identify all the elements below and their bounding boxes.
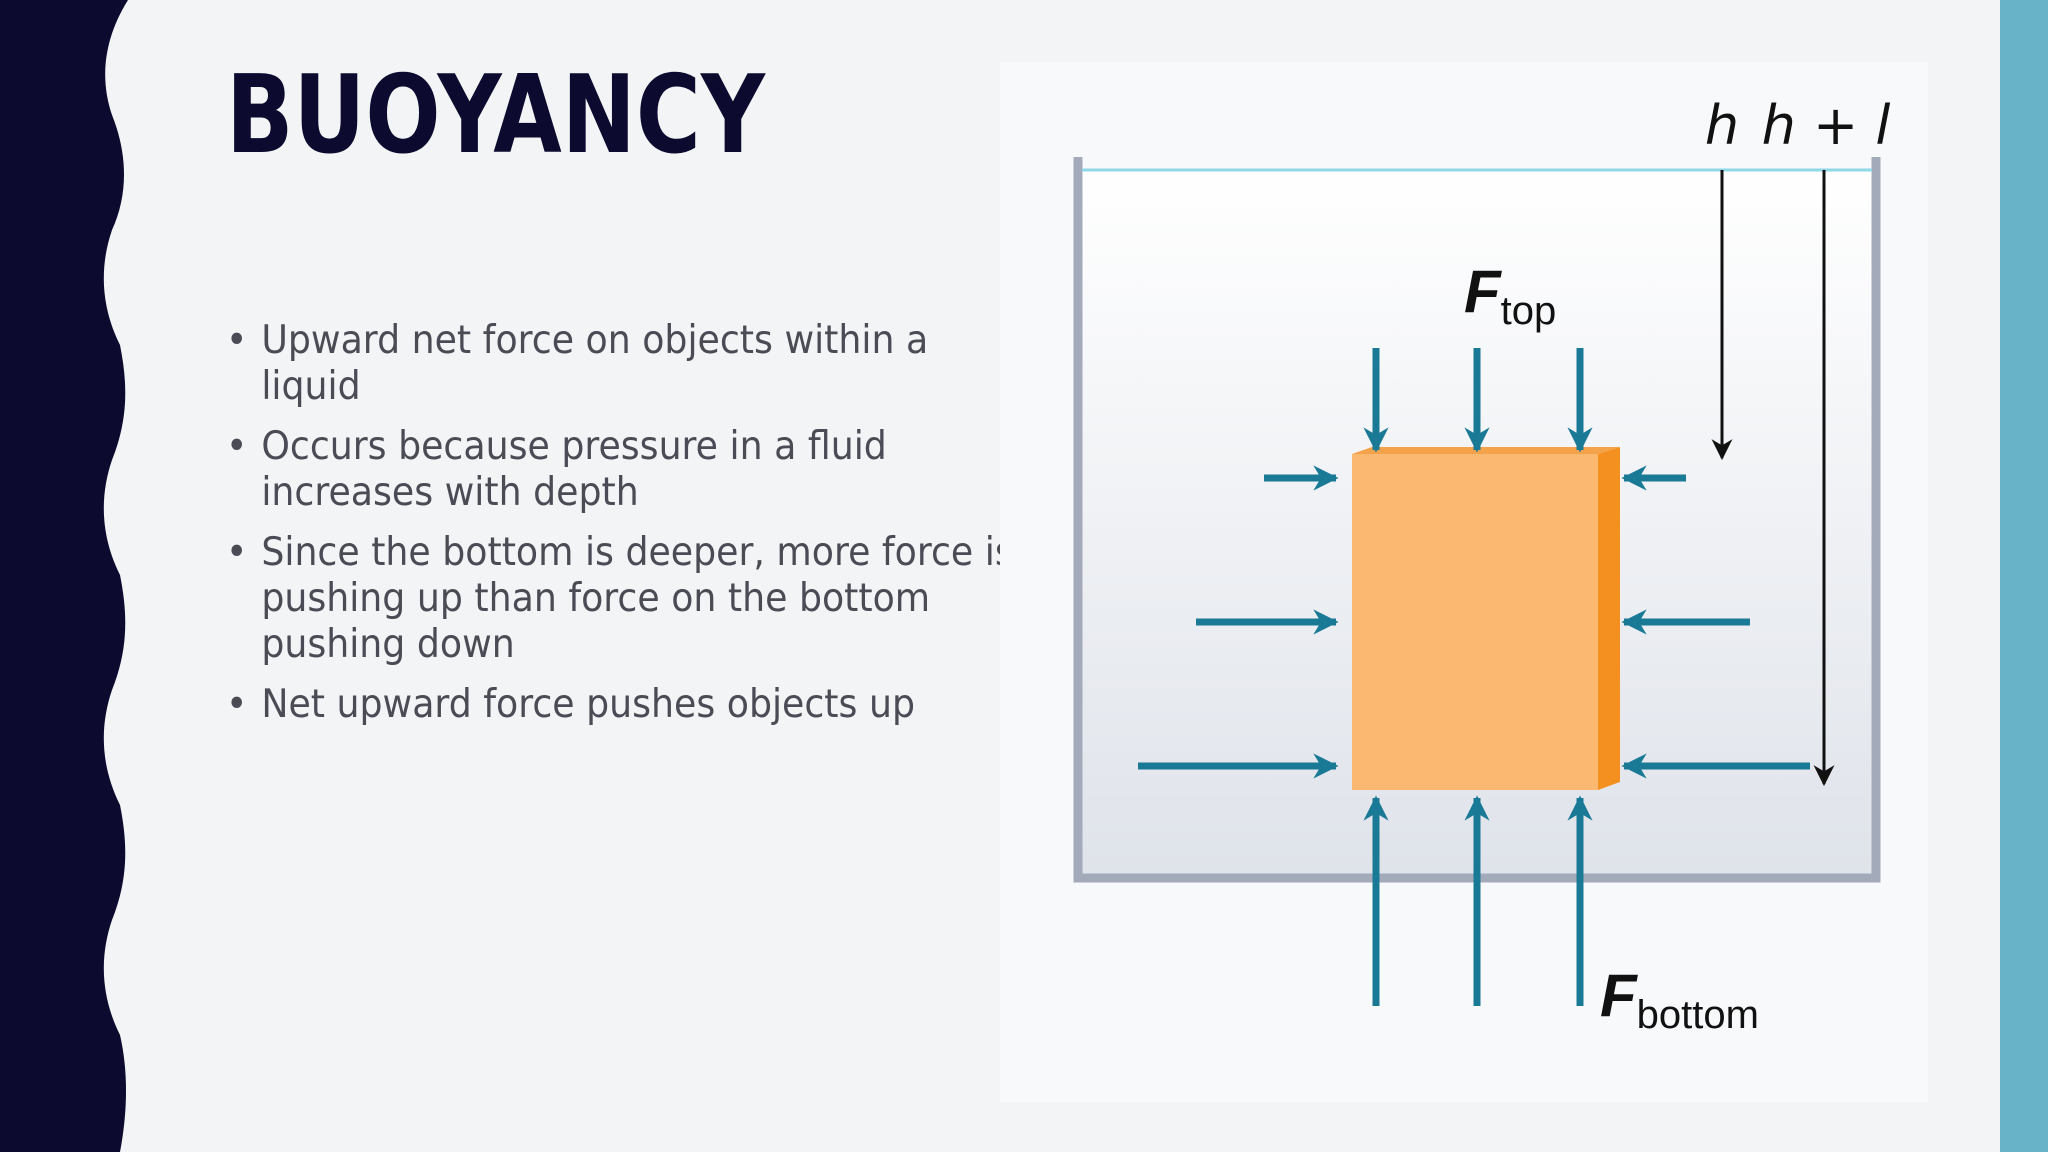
force-bottom-label: Fbottom: [1600, 962, 1759, 1037]
force-top-label: Ftop: [1464, 258, 1556, 333]
force-bottom-subscript: bottom: [1637, 993, 1759, 1037]
wavy-sidebar-decoration: [0, 0, 128, 1152]
block: [1352, 454, 1598, 790]
force-top-subscript: top: [1501, 289, 1557, 333]
force-top-symbol: F: [1464, 258, 1502, 325]
bullet-list: Upward net force on objects within a liq…: [226, 318, 1014, 742]
depth-label-h: h: [1705, 94, 1739, 157]
bullet-item: Occurs because pressure in a fluid incre…: [226, 424, 1024, 516]
bullet-item: Since the bottom is deeper, more force i…: [226, 530, 1024, 668]
bullet-item: Net upward force pushes objects up: [226, 682, 1024, 728]
slide-title: BUOYANCY: [226, 53, 765, 178]
force-bottom-symbol: F: [1600, 962, 1638, 1029]
depth-label-h-plus-l: h + l: [1762, 94, 1891, 157]
bullet-item: Upward net force on objects within a liq…: [226, 318, 1024, 410]
buoyancy-diagram: h h + l Ftop Fbottom: [1000, 62, 1928, 1102]
accent-bar: [2000, 0, 2048, 1152]
block-side-face: [1598, 447, 1620, 790]
